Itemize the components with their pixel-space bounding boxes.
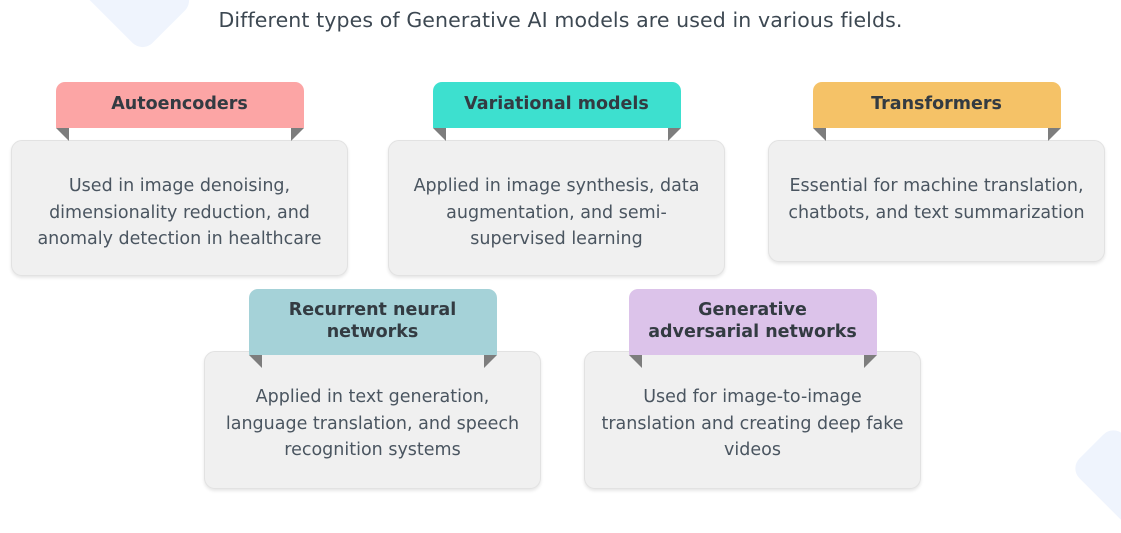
card-header-label: Generative adversarial networks [648, 300, 857, 343]
fold-notch-right-icon [1047, 128, 1061, 142]
page-title: Different types of Generative AI models … [218, 8, 903, 32]
card-body-text: Applied in image synthesis, data augment… [388, 140, 725, 276]
card-header-recurrent-neural-networks[interactable]: Recurrent neural networks [248, 289, 497, 369]
fold-notch-left-icon [248, 355, 262, 369]
card-header-label: Autoencoders [111, 94, 248, 114]
fold-notch-right-icon [483, 355, 497, 369]
card-header-label: Variational models [464, 94, 649, 114]
fold-notch-left-icon [55, 128, 69, 142]
card-header-label: Transformers [871, 94, 1002, 114]
card-header-variational-models[interactable]: Variational models [432, 82, 681, 142]
card-header-generative-adversarial-networks[interactable]: Generative adversarial networks [628, 289, 877, 369]
card-body-text: Essential for machine translation, chatb… [768, 140, 1105, 262]
fold-notch-left-icon [628, 355, 642, 369]
decorative-shape-bottom-right [1069, 424, 1121, 533]
fold-notch-right-icon [290, 128, 304, 142]
fold-notch-left-icon [812, 128, 826, 142]
card-body-text: Applied in text generation, language tra… [204, 351, 541, 489]
card-body-text: Used for image-to-image translation and … [584, 351, 921, 489]
fold-notch-right-icon [667, 128, 681, 142]
fold-notch-left-icon [432, 128, 446, 142]
fold-notch-right-icon [863, 355, 877, 369]
card-header-label: Recurrent neural networks [288, 300, 457, 343]
card-header-transformers[interactable]: Transformers [812, 82, 1061, 142]
card-header-autoencoders[interactable]: Autoencoders [55, 82, 304, 142]
card-body-text: Used in image denoising, dimensionality … [11, 140, 348, 276]
